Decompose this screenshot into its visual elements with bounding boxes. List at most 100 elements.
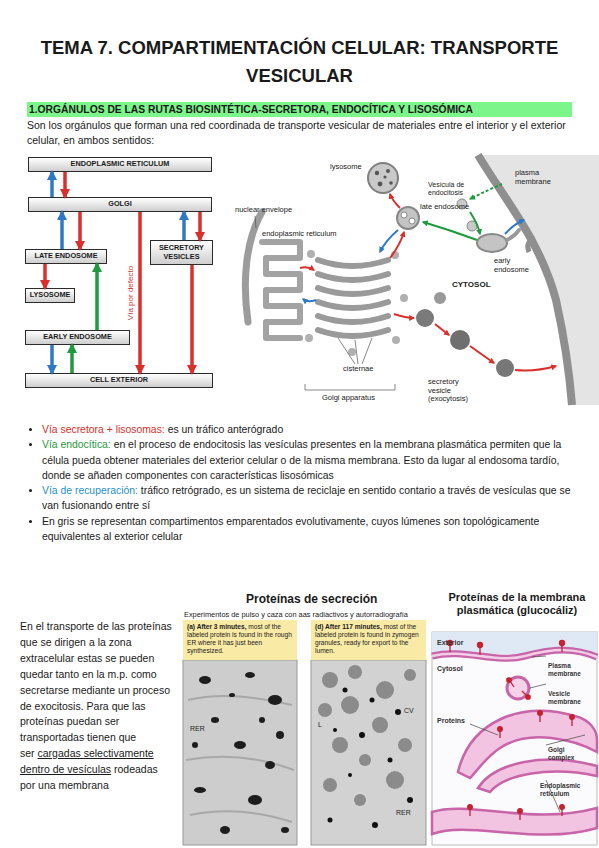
node-text: (d) After 117 minutes, bbox=[315, 623, 382, 630]
illustration-label: Vesicle membrane bbox=[548, 690, 594, 705]
micrograph bbox=[388, 758, 393, 763]
illustration-label: Vesícula de endocitosis bbox=[428, 181, 480, 197]
illustration-label: late endosome bbox=[420, 202, 469, 211]
bullet-list: Vía secretora + lisosomas:es un tráfico … bbox=[0, 422, 577, 544]
micrograph bbox=[333, 728, 337, 732]
cell-illustration bbox=[245, 155, 599, 405]
membrane-illustration bbox=[432, 632, 597, 845]
flow-arrow bbox=[78, 212, 82, 249]
micrograph bbox=[268, 695, 282, 705]
illustration-label: Cytosol bbox=[437, 664, 463, 673]
cell-illustration bbox=[450, 330, 470, 350]
bullet-item: Vía de recuperación:tráfico retrógrado, … bbox=[42, 483, 577, 514]
micrograph bbox=[311, 660, 426, 845]
pathway-name: Vía endocítica: bbox=[42, 439, 111, 450]
flow-arrow bbox=[198, 212, 202, 240]
cell-illustration bbox=[478, 155, 572, 405]
paragraph: En el transporte de las proteínas que se… bbox=[20, 619, 172, 794]
node-text: GOLGI bbox=[108, 200, 132, 209]
pathway-name: Vía de recuperación: bbox=[42, 485, 138, 496]
micrograph bbox=[265, 761, 275, 769]
illustration-label: cisternae bbox=[343, 364, 373, 373]
flow-arrow bbox=[182, 212, 186, 240]
protein-symbol bbox=[560, 641, 565, 646]
cell-illustration bbox=[262, 242, 300, 338]
cell-illustration bbox=[416, 309, 434, 327]
membrane-illustration bbox=[432, 808, 597, 835]
compartment-box: GOLGI bbox=[28, 197, 212, 212]
flow-arrow bbox=[190, 265, 194, 373]
compartment-box: LATE ENDOSOME bbox=[25, 249, 107, 264]
protein-symbol bbox=[538, 711, 543, 716]
micrograph bbox=[234, 741, 246, 749]
micrograph bbox=[248, 795, 262, 805]
bullet-text: En gris se representan compartimentos em… bbox=[42, 516, 539, 542]
compartment-box: SECRETORY VESICLES bbox=[150, 240, 213, 265]
compartment-box: CELL EXTERIOR bbox=[25, 373, 213, 388]
illustration-label: Exterior bbox=[437, 638, 463, 647]
cell-illustration bbox=[307, 250, 315, 258]
pathway-arrow bbox=[390, 194, 400, 208]
illustration-label: endoplasmic reticulum bbox=[262, 229, 337, 238]
cell-illustration bbox=[434, 292, 446, 304]
cell-illustration bbox=[245, 212, 262, 322]
micrograph-label: CV bbox=[404, 706, 414, 715]
micrograph bbox=[183, 660, 297, 845]
node-text: CELL EXTERIOR bbox=[90, 376, 148, 385]
leader-line bbox=[362, 338, 372, 364]
micrograph bbox=[311, 660, 426, 845]
cell-illustration bbox=[477, 234, 507, 252]
cell-illustration bbox=[383, 175, 386, 178]
micrograph bbox=[348, 665, 362, 679]
cell-illustration bbox=[386, 169, 390, 173]
illustration-label: early endosome bbox=[494, 256, 539, 274]
micrograph bbox=[186, 696, 294, 822]
cell-illustration bbox=[392, 336, 400, 344]
compartment-box: EARLY ENDOSOME bbox=[25, 330, 130, 345]
cell-illustration bbox=[305, 334, 313, 342]
protein-symbol bbox=[526, 695, 530, 699]
micrograph-label: RER bbox=[396, 808, 411, 817]
micrograph bbox=[341, 696, 359, 714]
micrograph bbox=[386, 771, 404, 789]
cell-illustration bbox=[397, 207, 419, 229]
node-text: ENDOPLASMIC RETICULUM bbox=[71, 160, 170, 169]
flow-arrow bbox=[70, 345, 74, 373]
micrograph bbox=[220, 826, 230, 834]
edge-label: Vía por defecto bbox=[126, 265, 135, 319]
micrograph bbox=[404, 669, 416, 681]
illustration-label: Endoplasmic reticulum bbox=[540, 782, 596, 797]
cell-illustration bbox=[318, 288, 388, 294]
bullet-text: en el proceso de endocitosis las vesícul… bbox=[42, 439, 561, 481]
cell-illustration bbox=[378, 182, 383, 187]
figure-heading: Proteínas de la membrana plasmática (glu… bbox=[437, 591, 597, 617]
micrograph bbox=[192, 742, 198, 748]
pathway-arrow bbox=[470, 346, 494, 363]
membrane-illustration bbox=[432, 650, 597, 658]
pathway-arrow bbox=[300, 184, 556, 371]
bullet-item: Vía endocítica:en el proceso de endocito… bbox=[42, 437, 577, 483]
micrograph bbox=[194, 787, 206, 793]
cell-illustration bbox=[409, 218, 415, 224]
micrograph bbox=[398, 738, 412, 752]
pathway-arrow bbox=[300, 267, 314, 270]
pathway-arrow bbox=[394, 314, 414, 318]
cell-illustration bbox=[318, 260, 388, 266]
flow-arrow bbox=[138, 212, 142, 373]
pathway-arrow bbox=[470, 184, 502, 199]
micrograph bbox=[328, 818, 333, 823]
micrograph bbox=[332, 737, 348, 753]
micrograph bbox=[359, 732, 365, 738]
leader-line bbox=[530, 684, 546, 688]
illustration-label: CYTOSOL bbox=[452, 280, 491, 290]
micrograph bbox=[245, 672, 255, 678]
micrograph bbox=[229, 693, 235, 697]
protein-symbol bbox=[570, 715, 575, 720]
micrograph bbox=[359, 754, 371, 766]
cell-illustration bbox=[375, 171, 379, 175]
paragraph: Son los orgánulos que forman una red coo… bbox=[27, 118, 575, 148]
node-text: EARLY ENDOSOME bbox=[43, 333, 112, 342]
micrograph bbox=[372, 717, 388, 733]
protein-symbol bbox=[468, 805, 473, 810]
